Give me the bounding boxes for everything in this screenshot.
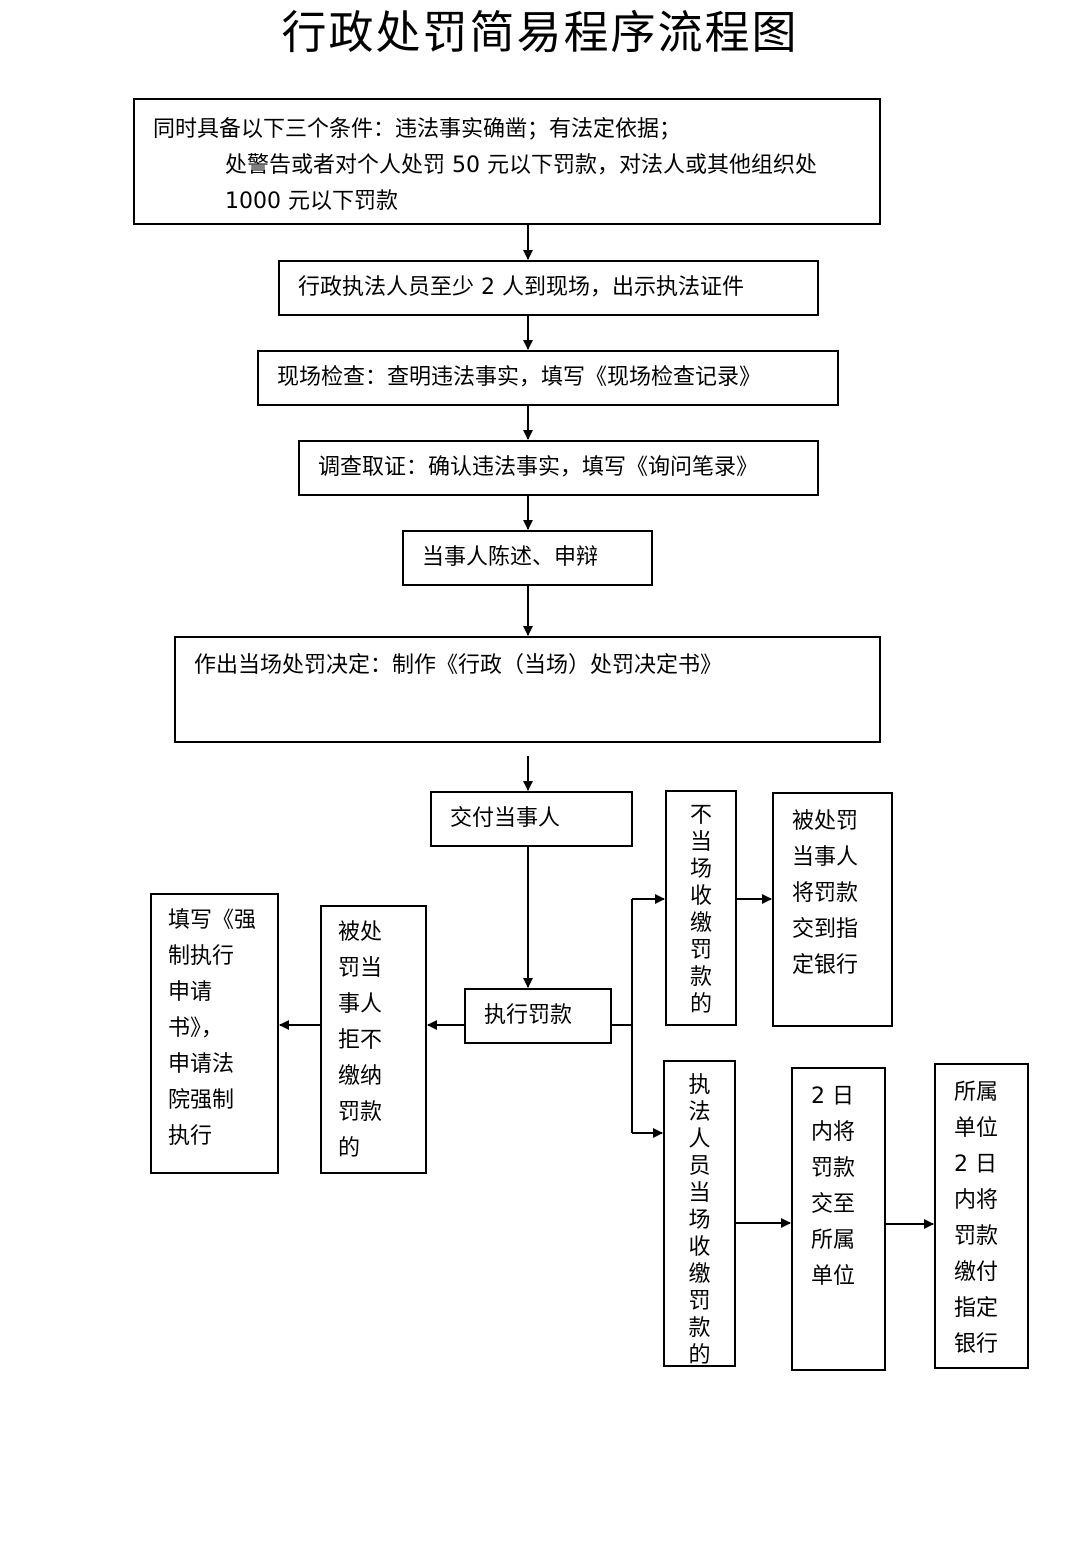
page-title: 行政处罚简易程序流程图 — [281, 6, 799, 59]
not-collected-box: 不当场收缴罚款的 — [665, 790, 737, 1026]
unit-to-bank-line-7: 指定 — [954, 1296, 999, 1321]
hand-in-unit-line-1: 2 日 — [811, 1084, 854, 1109]
statement-box: 当事人陈述、申辩 — [402, 530, 653, 586]
refuse-pay-line-2: 罚当 — [338, 956, 383, 981]
unit-to-bank-line-2: 单位 — [954, 1116, 999, 1141]
unit-to-bank-line-4: 内将 — [954, 1188, 999, 1213]
officers-box: 行政执法人员至少 2 人到现场，出示执法证件 — [278, 260, 819, 316]
vertical-char: 罚 — [688, 1289, 711, 1314]
conditions-box: 同时具备以下三个条件：违法事实确凿；有法定依据； 处警告或者对个人处罚 50 元… — [133, 98, 881, 225]
refuse-pay-line-5: 缴纳 — [338, 1064, 383, 1089]
inspection-box: 现场检查：查明违法事实，填写《现场检查记录》 — [257, 350, 839, 406]
vertical-char: 执 — [688, 1073, 711, 1098]
investigation-box: 调查取证：确认违法事实，填写《询问笔录》 — [298, 440, 819, 496]
vertical-char: 的 — [688, 1343, 711, 1368]
vertical-char: 法 — [688, 1100, 711, 1125]
deliver-box: 交付当事人 — [430, 791, 633, 847]
vertical-char: 的 — [689, 992, 712, 1017]
officers-text: 行政执法人员至少 2 人到现场，出示执法证件 — [298, 275, 744, 300]
pay-bank-line-1: 被处罚 — [792, 809, 859, 834]
enforce-court-line-3: 申请 — [168, 980, 213, 1005]
execute-box: 执行罚款 — [464, 988, 612, 1044]
decision-text: 作出当场处罚决定：制作《行政（当场）处罚决定书》 — [194, 653, 723, 678]
vertical-char: 缴 — [689, 911, 712, 936]
deliver-text: 交付当事人 — [450, 806, 561, 831]
refuse-pay-line-6: 罚款 — [338, 1100, 383, 1125]
execute-text: 执行罚款 — [484, 1003, 573, 1028]
vertical-char: 当 — [689, 830, 712, 855]
hand-in-unit-line-4: 交至 — [811, 1192, 856, 1217]
vertical-char: 场 — [689, 857, 712, 882]
hand-in-unit-line-5: 所属 — [811, 1228, 856, 1253]
vertical-char: 当 — [688, 1181, 711, 1206]
unit-to-bank-line-5: 罚款 — [954, 1224, 999, 1249]
vertical-char: 缴 — [688, 1262, 711, 1287]
pay-bank-line-3: 将罚款 — [792, 881, 859, 906]
unit-to-bank-line-6: 缴付 — [954, 1260, 999, 1285]
hand-in-unit-line-6: 单位 — [811, 1264, 856, 1289]
enforce-court-box: 填写《强 制执行 申请 书》， 申请法 院强制 执行 — [150, 893, 279, 1174]
vertical-char: 收 — [689, 884, 712, 909]
vertical-char: 员 — [688, 1154, 711, 1179]
decision-box: 作出当场处罚决定：制作《行政（当场）处罚决定书》 — [174, 636, 881, 743]
conditions-line-3: 1000 元以下罚款 — [225, 189, 398, 214]
refuse-pay-line-1: 被处 — [338, 920, 383, 945]
unit-to-bank-box: 所属 单位 2 日 内将 罚款 缴付 指定 银行 — [934, 1063, 1029, 1369]
enforce-court-line-6: 院强制 — [168, 1088, 235, 1113]
pay-bank-line-4: 交到指 — [792, 917, 859, 942]
unit-to-bank-line-1: 所属 — [954, 1080, 999, 1105]
investigation-text: 调查取证：确认违法事实，填写《询问笔录》 — [318, 455, 759, 480]
refuse-pay-line-3: 事人 — [338, 992, 383, 1017]
pay-bank-line-5: 定银行 — [792, 953, 859, 978]
refuse-pay-box: 被处 罚当 事人 拒不 缴纳 罚款 的 — [320, 905, 427, 1174]
vertical-char: 不 — [689, 803, 712, 828]
hand-in-unit-box: 2 日 内将 罚款 交至 所属 单位 — [791, 1067, 886, 1371]
pay-bank-box: 被处罚 当事人 将罚款 交到指 定银行 — [772, 792, 893, 1027]
enforce-court-line-7: 执行 — [168, 1124, 213, 1149]
hand-in-unit-line-2: 内将 — [811, 1120, 856, 1145]
unit-to-bank-line-8: 银行 — [954, 1332, 999, 1357]
conditions-line-2: 处警告或者对个人处罚 50 元以下罚款，对法人或其他组织处 — [225, 153, 817, 178]
refuse-pay-line-7: 的 — [338, 1136, 361, 1161]
statement-text: 当事人陈述、申辩 — [422, 545, 599, 570]
enforce-court-line-5: 申请法 — [168, 1052, 235, 1077]
hand-in-unit-line-3: 罚款 — [811, 1156, 856, 1181]
vertical-char: 人 — [688, 1127, 711, 1152]
enforce-court-line-2: 制执行 — [168, 944, 235, 969]
collected-box: 执法人员当场收缴罚款的 — [663, 1060, 736, 1368]
enforce-court-line-1: 填写《强 — [168, 908, 257, 933]
pay-bank-line-2: 当事人 — [792, 845, 859, 870]
vertical-char: 款 — [689, 965, 712, 990]
enforce-court-line-4: 书》， — [168, 1016, 224, 1041]
vertical-char: 场 — [688, 1208, 711, 1233]
unit-to-bank-line-3: 2 日 — [954, 1152, 997, 1177]
vertical-char: 收 — [688, 1235, 711, 1260]
inspection-text: 现场检查：查明违法事实，填写《现场检查记录》 — [277, 365, 762, 390]
conditions-line-1: 同时具备以下三个条件：违法事实确凿；有法定依据； — [153, 117, 682, 142]
refuse-pay-line-4: 拒不 — [338, 1028, 383, 1053]
vertical-char: 款 — [688, 1316, 711, 1341]
vertical-char: 罚 — [689, 938, 712, 963]
